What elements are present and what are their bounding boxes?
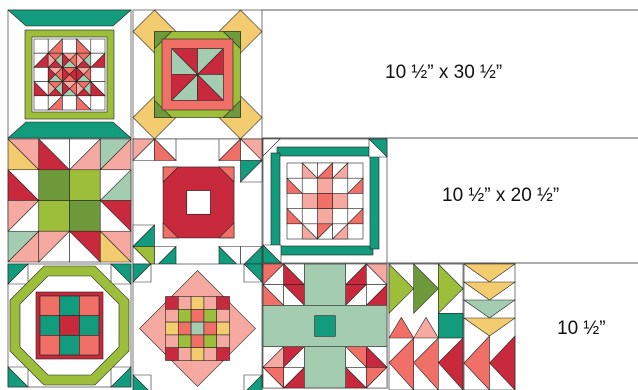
churn-dash-block	[133, 139, 262, 268]
flying-geese-block-left	[389, 264, 463, 390]
row2-size-label: 10 ½” x 20 ½”	[442, 185, 559, 207]
row3-size-label: 10 ½”	[557, 318, 606, 340]
framed-nine-patch-block	[263, 139, 387, 263]
bowtie-block	[8, 139, 131, 262]
cross-block	[263, 264, 387, 388]
pinwheel-medallion-block	[133, 10, 262, 139]
diamond-patch-block	[133, 264, 262, 390]
row1-size-label: 10 ½” x 30 ½”	[385, 62, 502, 84]
star-frame-block	[8, 10, 131, 138]
octagon-block	[8, 264, 131, 387]
flying-geese-block-right	[464, 264, 515, 390]
